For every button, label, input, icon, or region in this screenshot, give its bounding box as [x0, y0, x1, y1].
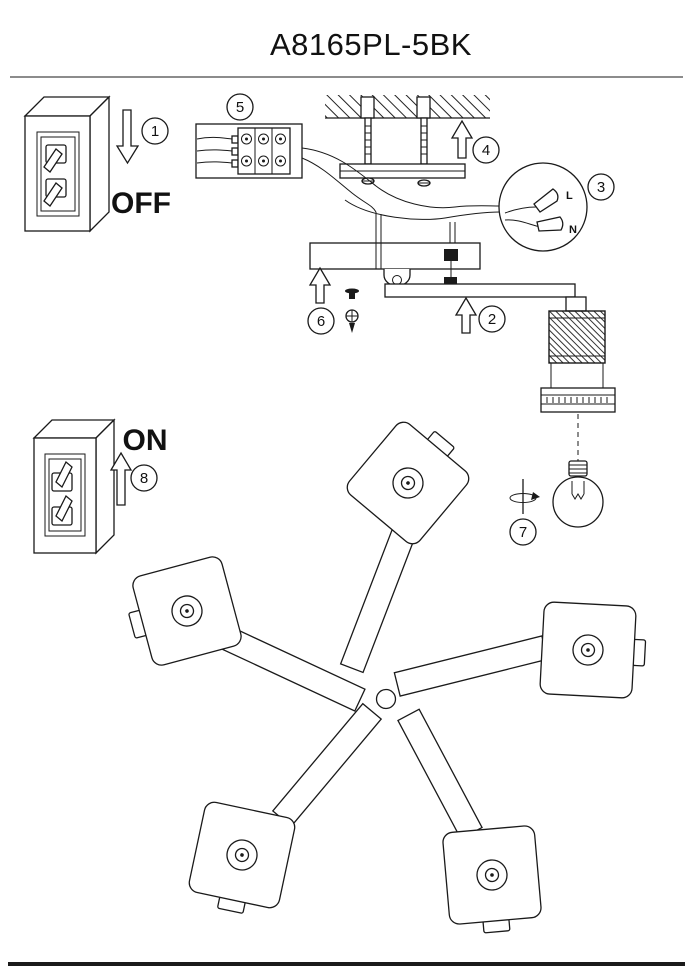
- down-arrow-icon: [115, 109, 140, 165]
- up-arrow-icon: [308, 266, 332, 304]
- svg-text:2: 2: [488, 311, 496, 328]
- step-7-badge: 7: [509, 518, 537, 546]
- off-label: OFF: [111, 187, 171, 220]
- shade-ring: [540, 387, 616, 413]
- lamp-head: [442, 825, 542, 934]
- wire-connectors-detail: L N: [498, 162, 588, 252]
- lamp-arm: [393, 635, 549, 697]
- wall-switch-off: [23, 95, 111, 233]
- step-8-badge: 8: [130, 464, 158, 492]
- svg-text:8: 8: [140, 470, 148, 487]
- live-wire-label: L: [566, 190, 573, 202]
- svg-text:6: 6: [317, 313, 325, 330]
- lamp-socket: [540, 310, 616, 413]
- wiring-detail-callout: [195, 123, 303, 179]
- wall-anchor: [360, 96, 375, 119]
- step-2-badge: 2: [478, 305, 506, 333]
- up-arrow-icon: [454, 296, 478, 334]
- ceiling-hatch: [325, 95, 490, 118]
- up-arrow-icon: [109, 451, 133, 506]
- rotate-bulb-icon: [509, 479, 540, 514]
- ceiling-section: [325, 95, 490, 187]
- wire-nut-connector: [536, 216, 564, 232]
- page-title: A8165PL-5BK: [270, 27, 472, 62]
- screw-shaft: [364, 117, 372, 165]
- lamp-arm: [339, 526, 417, 674]
- supply-wires: [301, 147, 501, 249]
- socket-stem: [565, 296, 587, 312]
- hub-finial: [375, 688, 397, 710]
- fixture-bar: [384, 283, 576, 298]
- wall-anchor: [416, 96, 431, 119]
- step-6-badge: 6: [307, 307, 335, 335]
- bottom-border: [8, 962, 685, 966]
- terminal-connector: [444, 249, 458, 261]
- svg-text:5: 5: [236, 99, 244, 116]
- step-1-badge: 1: [141, 117, 169, 145]
- lamp-head: [346, 421, 470, 545]
- svg-text:3: 3: [597, 179, 605, 196]
- on-label: ON: [123, 424, 168, 457]
- lamp-arm: [397, 708, 483, 840]
- lamp-head: [128, 556, 242, 666]
- terminal-block: [237, 127, 291, 175]
- wall-switch-on: [32, 418, 116, 555]
- fixture-assembly: [128, 421, 647, 934]
- lamp-head: [539, 601, 647, 699]
- step-5-badge: 5: [226, 93, 254, 121]
- wire-nut-connector: [533, 188, 559, 213]
- svg-text:7: 7: [519, 524, 527, 541]
- svg-text:1: 1: [151, 123, 159, 140]
- canopy-plate: [309, 242, 481, 287]
- up-arrow-icon: [450, 119, 474, 159]
- lamp-head: [188, 801, 296, 914]
- step-3-badge: 3: [587, 173, 615, 201]
- screw-icons: [345, 288, 359, 333]
- light-bulb: [552, 460, 604, 528]
- lamp-arm: [271, 702, 383, 828]
- svg-text:4: 4: [482, 142, 490, 159]
- terminal-connector: [444, 277, 457, 285]
- screw-shaft: [420, 117, 428, 165]
- neutral-wire-label: N: [569, 224, 577, 236]
- step-4-badge: 4: [472, 136, 500, 164]
